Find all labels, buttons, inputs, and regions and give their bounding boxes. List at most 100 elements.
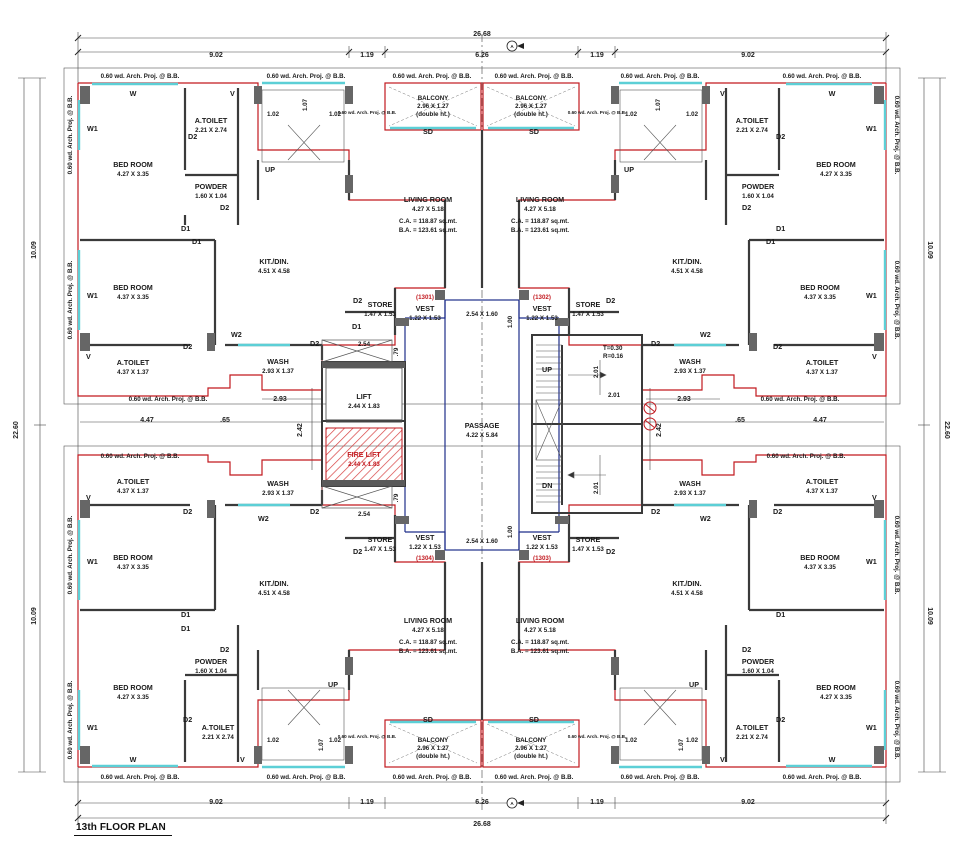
title-underline bbox=[74, 835, 172, 836]
svg-text:D2: D2 bbox=[183, 715, 192, 724]
svg-text:VEST: VEST bbox=[533, 533, 552, 542]
svg-text:C.A. = 118.87 sq.mt.: C.A. = 118.87 sq.mt. bbox=[399, 218, 457, 225]
svg-text:10.09: 10.09 bbox=[31, 607, 38, 625]
core-labels: PASSAGE 4.22 X 5.84 2.54 X 1.60 2.54 X 1… bbox=[347, 311, 623, 545]
svg-text:2.01: 2.01 bbox=[593, 481, 600, 494]
svg-text:W: W bbox=[130, 755, 137, 764]
svg-text:D2: D2 bbox=[220, 645, 229, 654]
svg-text:0.60 wd. Arch. Proj. @ B.B.: 0.60 wd. Arch. Proj. @ B.B. bbox=[621, 73, 700, 80]
svg-text:2.93 X 1.37: 2.93 X 1.37 bbox=[674, 368, 706, 375]
svg-text:2.93: 2.93 bbox=[677, 396, 691, 403]
svg-text:D1: D1 bbox=[776, 610, 785, 619]
svg-text:2.21 X 2.74: 2.21 X 2.74 bbox=[195, 127, 227, 134]
svg-text:BED ROOM: BED ROOM bbox=[800, 553, 840, 562]
svg-text:D1: D1 bbox=[181, 224, 190, 233]
svg-text:.79: .79 bbox=[393, 493, 400, 502]
svg-text:1.02: 1.02 bbox=[267, 111, 280, 118]
svg-text:2.21 X 2.74: 2.21 X 2.74 bbox=[736, 127, 768, 134]
svg-text:1.07: 1.07 bbox=[318, 738, 325, 751]
svg-text:1.02: 1.02 bbox=[686, 737, 699, 744]
svg-text:KIT./DIN.: KIT./DIN. bbox=[672, 579, 701, 588]
svg-text:0.60 wd. Arch. Proj. @ B.B.: 0.60 wd. Arch. Proj. @ B.B. bbox=[129, 396, 208, 403]
svg-text:B.A. = 123.61 sq.mt.: B.A. = 123.61 sq.mt. bbox=[511, 227, 570, 234]
svg-text:1.19: 1.19 bbox=[360, 799, 374, 806]
svg-text:A.TOILET: A.TOILET bbox=[117, 358, 150, 367]
svg-text:10.09: 10.09 bbox=[926, 607, 933, 625]
svg-text:LIVING ROOM: LIVING ROOM bbox=[516, 195, 564, 204]
svg-text:UP: UP bbox=[265, 165, 275, 174]
svg-text:9.02: 9.02 bbox=[741, 799, 755, 806]
svg-text:BED ROOM: BED ROOM bbox=[113, 553, 153, 562]
svg-text:2.44 X 1.83: 2.44 X 1.83 bbox=[348, 403, 380, 410]
svg-text:1.47 X 1.53: 1.47 X 1.53 bbox=[572, 311, 604, 318]
svg-text:D1: D1 bbox=[181, 610, 190, 619]
unit-bottom-right: BED ROOM 4.27 X 3.35 A.TOILET 2.21 X 2.7… bbox=[511, 477, 877, 764]
svg-text:1.02: 1.02 bbox=[625, 737, 638, 744]
svg-text:BED ROOM: BED ROOM bbox=[113, 160, 153, 169]
svg-text:2.93: 2.93 bbox=[273, 396, 287, 403]
svg-text:A: A bbox=[510, 44, 514, 49]
svg-text:0.60 wd. Arch. Proj. @ B.B.: 0.60 wd. Arch. Proj. @ B.B. bbox=[767, 453, 846, 460]
svg-text:A: A bbox=[510, 801, 514, 806]
svg-text:D2: D2 bbox=[220, 203, 229, 212]
svg-text:D2: D2 bbox=[606, 547, 615, 556]
svg-text:D1: D1 bbox=[766, 237, 775, 246]
svg-text:SD: SD bbox=[529, 127, 539, 136]
svg-text:(double ht.): (double ht.) bbox=[416, 111, 450, 118]
svg-text:D1: D1 bbox=[192, 237, 201, 246]
svg-text:1.60 X 1.04: 1.60 X 1.04 bbox=[742, 668, 774, 675]
fire-lift-label: FIRE LIFT bbox=[347, 450, 381, 459]
svg-text:2.93 X 1.37: 2.93 X 1.37 bbox=[262, 490, 294, 497]
svg-text:WASH: WASH bbox=[267, 479, 289, 488]
svg-text:4.27 X 3.35: 4.27 X 3.35 bbox=[117, 694, 149, 701]
columns bbox=[80, 86, 884, 764]
svg-text:1.00: 1.00 bbox=[507, 315, 514, 328]
svg-text:V: V bbox=[720, 755, 725, 764]
svg-text:D2: D2 bbox=[353, 296, 362, 305]
axis-marker-bottom: A bbox=[506, 797, 524, 809]
svg-text:2.21 X 2.74: 2.21 X 2.74 bbox=[736, 734, 768, 741]
svg-text:0.60 wd. Arch. Proj. @ B.B.: 0.60 wd. Arch. Proj. @ B.B. bbox=[495, 774, 574, 781]
svg-text:1.22 X 1.53: 1.22 X 1.53 bbox=[409, 544, 441, 551]
svg-text:W1: W1 bbox=[87, 723, 98, 732]
svg-text:KIT./DIN.: KIT./DIN. bbox=[259, 257, 288, 266]
svg-text:(double ht.): (double ht.) bbox=[416, 753, 450, 760]
svg-text:B.A. = 123.61 sq.mt.: B.A. = 123.61 sq.mt. bbox=[399, 227, 458, 234]
svg-text:4.22 X 5.84: 4.22 X 5.84 bbox=[466, 432, 498, 439]
svg-text:2.54 X 1.60: 2.54 X 1.60 bbox=[466, 538, 498, 545]
svg-text:POWDER: POWDER bbox=[195, 182, 228, 191]
svg-text:4.27 X 5.18: 4.27 X 5.18 bbox=[524, 627, 556, 634]
svg-text:1.60 X 1.04: 1.60 X 1.04 bbox=[195, 193, 227, 200]
unit-bottom-left: BED ROOM 4.27 X 3.35 A.TOILET 2.21 X 2.7… bbox=[86, 477, 457, 764]
svg-text:0.60 wd. Arch. Proj. @ B.B.: 0.60 wd. Arch. Proj. @ B.B. bbox=[893, 516, 900, 595]
svg-text:0.60 wd. Arch. Proj. @ B.B.: 0.60 wd. Arch. Proj. @ B.B. bbox=[101, 73, 180, 80]
svg-text:T=0.30: T=0.30 bbox=[603, 345, 623, 352]
svg-text:BED ROOM: BED ROOM bbox=[816, 683, 856, 692]
svg-text:POWDER: POWDER bbox=[195, 657, 228, 666]
central-staircase bbox=[535, 344, 607, 503]
svg-text:C.A. = 118.87 sq.mt.: C.A. = 118.87 sq.mt. bbox=[511, 639, 569, 646]
svg-text:1.22 X 1.53: 1.22 X 1.53 bbox=[409, 315, 441, 322]
svg-text:D2: D2 bbox=[776, 715, 785, 724]
svg-text:0.60 wd. Arch. Proj. @ B.B.: 0.60 wd. Arch. Proj. @ B.B. bbox=[893, 261, 900, 340]
core-lobby bbox=[404, 299, 560, 551]
svg-text:4.37 X 1.37: 4.37 X 1.37 bbox=[806, 488, 838, 495]
svg-text:4.37 X 1.37: 4.37 X 1.37 bbox=[117, 369, 149, 376]
svg-text:W: W bbox=[829, 89, 836, 98]
svg-text:LIVING ROOM: LIVING ROOM bbox=[404, 616, 452, 625]
svg-text:W2: W2 bbox=[231, 330, 242, 339]
svg-text:1.19: 1.19 bbox=[590, 52, 604, 59]
lift-shafts bbox=[322, 362, 405, 486]
svg-text:W2: W2 bbox=[700, 514, 711, 523]
svg-text:D2: D2 bbox=[776, 132, 785, 141]
svg-text:1.02: 1.02 bbox=[686, 111, 699, 118]
svg-text:6.26: 6.26 bbox=[475, 52, 489, 59]
svg-text:0.60 wd. Arch. Proj. @ B.B.: 0.60 wd. Arch. Proj. @ B.B. bbox=[267, 774, 346, 781]
svg-text:2.01: 2.01 bbox=[608, 392, 621, 399]
unit-staircases bbox=[261, 89, 703, 761]
svg-text:LIFT: LIFT bbox=[356, 392, 372, 401]
svg-text:PASSAGE: PASSAGE bbox=[465, 421, 500, 430]
svg-text:10.09: 10.09 bbox=[926, 241, 933, 259]
svg-text:WASH: WASH bbox=[679, 357, 701, 366]
svg-text:BALCONY: BALCONY bbox=[516, 737, 547, 744]
